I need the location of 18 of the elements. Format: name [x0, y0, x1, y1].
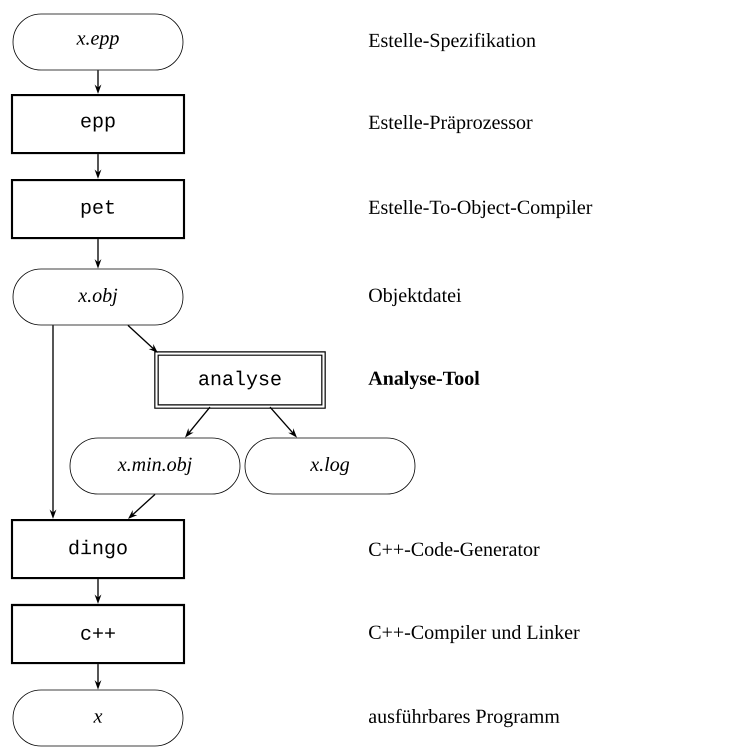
description-label: C++-Code-Generator	[369, 542, 540, 556]
description-label: Objektdatei	[369, 288, 462, 306]
process-box: pet	[10, 178, 186, 240]
tool-box: analyse	[154, 351, 326, 409]
description-label: Estelle-Präprozessor	[368, 114, 532, 134]
file-terminal: x.epp	[12, 14, 184, 70]
file-terminal: x	[12, 690, 184, 746]
description-label: Estelle-Spezifikation	[368, 32, 536, 52]
process-box: epp	[10, 94, 186, 154]
file-terminal: x.log	[244, 438, 416, 494]
process-box: dingo	[10, 518, 186, 580]
description-label: ausführbares Programm	[368, 708, 560, 728]
file-terminal: x.min.obj	[70, 438, 240, 494]
description-label: Estelle-To-Object-Compiler	[368, 200, 592, 218]
description-label: C++-Compiler und Linker	[369, 624, 580, 644]
file-terminal: x.obj	[12, 268, 184, 326]
process-box: c++	[10, 604, 186, 664]
description-label: Analyse-Tool	[368, 370, 480, 390]
